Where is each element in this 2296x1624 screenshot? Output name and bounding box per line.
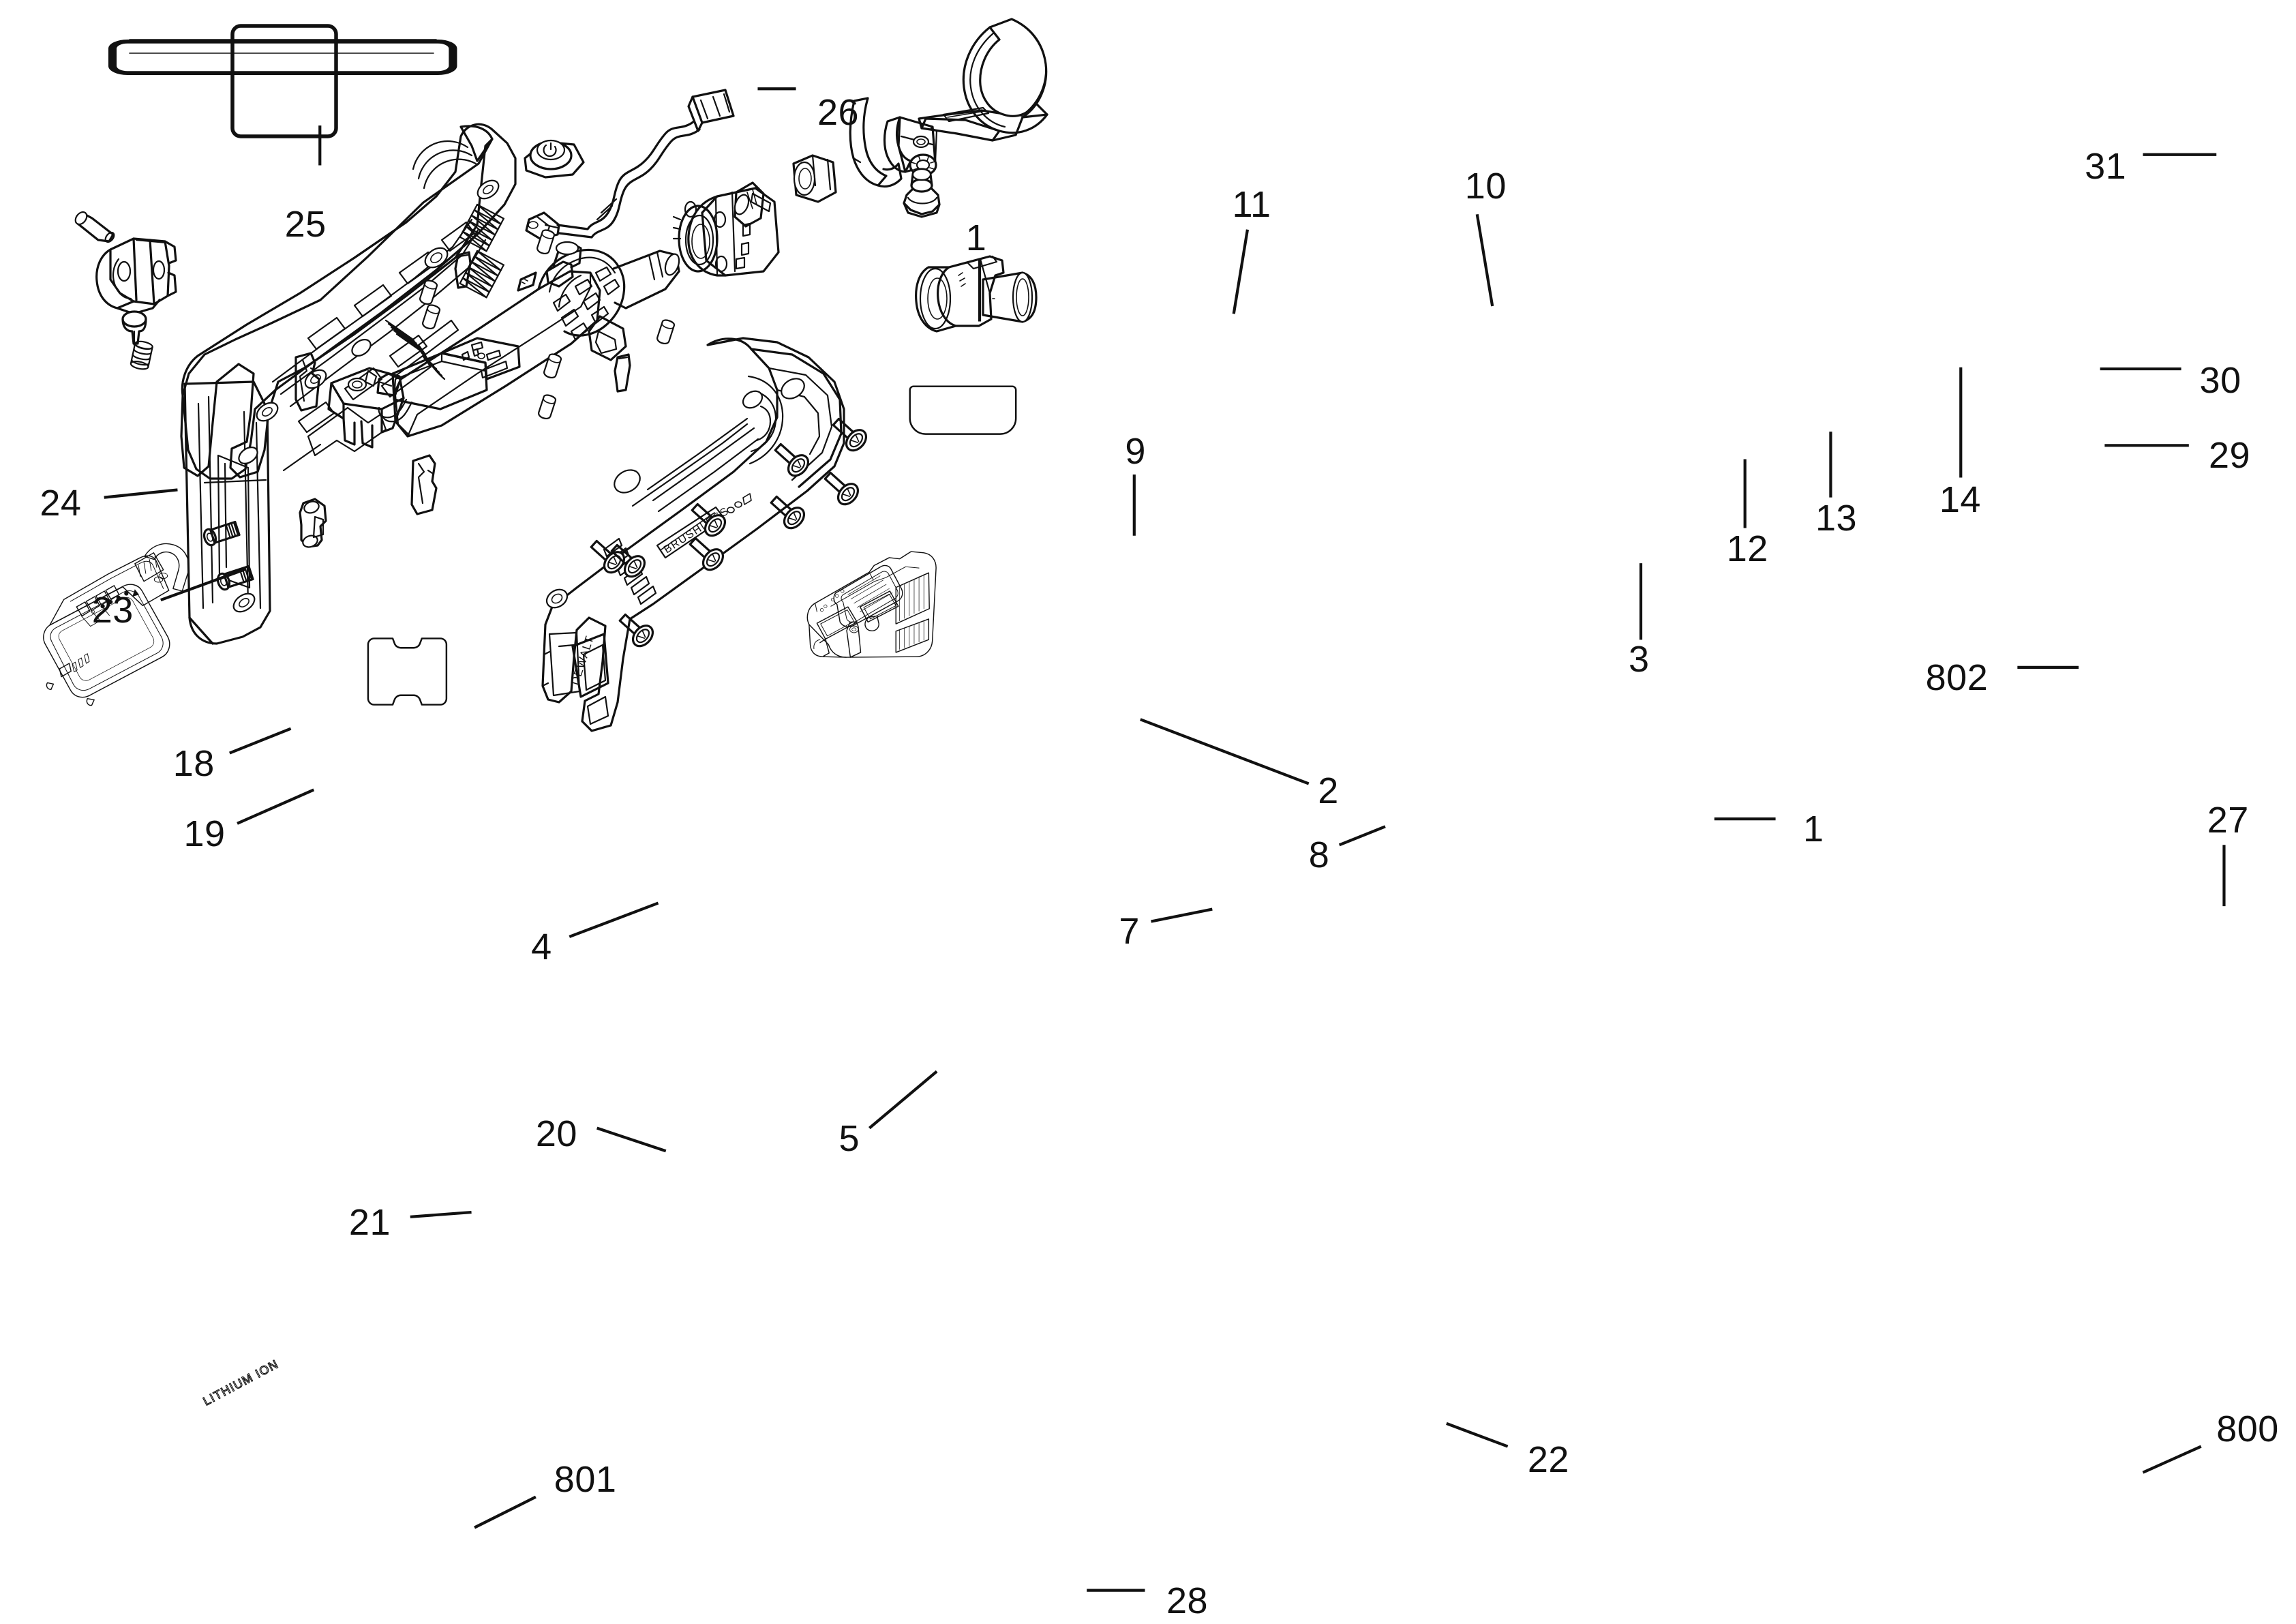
callout-label-gearbox-and-motor-module: 2 [1318,770,1339,811]
part-7-rubber-isolator-bushings [419,229,675,419]
callout-label-knob-thumb-screw: 29 [2209,435,2251,477]
leader-line-shoulder-screw [410,1210,472,1218]
part-switch-module-assembly [327,319,521,449]
callout-label-pivot-pin: 24 [40,482,82,524]
callout-label-warning-sticker-rounded: 27 [2207,799,2249,841]
callout-label-link-arm: 20 [535,1113,577,1154]
callout-label-pan-head-screw: 22 [1527,1439,1569,1481]
callout-label-speed-selector-switch-boot: 11 [1232,184,1271,226]
callout-label-nameplate-label-strip: 25 [284,204,327,245]
part-802-chuck-sleeve-accessory [915,255,1038,333]
callout-label-hanger-bracket: 23 [91,590,134,631]
callout-label-detent-plunger: 18 [172,742,215,784]
leader-line-rubber-isolator-bushing [1151,907,1213,923]
callout-label-label-sticker-notched: 28 [1166,1580,1209,1621]
callout-label-compression-spring: 9 [1125,430,1146,472]
callout-label-housing-half-right: 1 [1803,809,1824,850]
leader-line-link-arm [596,1126,667,1153]
part-12-spindle-pin [734,181,765,228]
leader-line-housing-shim-plate [1338,825,1386,847]
part-25-nameplate-label-strip [108,39,457,75]
leader-line-speed-selector-switch-boot [1232,229,1250,314]
leader-line-detent-spring [237,788,315,825]
part-800-charger-unit [806,551,937,658]
callout-label-spindle-pin: 12 [1726,528,1768,570]
part-9-compression-spring-second [459,250,504,299]
leader-line-battery-pack [474,1495,537,1529]
part-9-compression-spring [459,203,504,252]
callout-label-collar-nut: 13 [1815,498,1858,539]
part-23-hanger-bracket [95,237,177,315]
callout-leader-lines [104,87,2226,1592]
callout-label-warning-label-panel: 26 [817,92,860,134]
leader-line-wire-harness-connector [1475,213,1494,307]
part-27-warning-sticker-rounded [909,385,1017,435]
part-2-gearbox-and-motor-module [376,241,680,438]
callout-label-rubber-isolator-bushing: 7 [1119,911,1140,952]
part-29-knob-thumb-screw [903,168,941,218]
part-13-collar-nut [792,154,837,203]
callout-label-trigger-lockout-slide: 5 [839,1117,860,1159]
callout-label-chuck-sleeve-accessory: 802 [1925,657,1989,698]
part-20-link-arm [299,498,327,548]
callout-label-clamp-collar-bracket: 14 [1939,479,1981,521]
leader-line-charger-unit [2142,1445,2202,1474]
callout-label-belt-hook-clip: 31 [2085,145,2127,187]
part-5-trigger-lockout-slide [410,454,438,515]
part-28-label-sticker-notched [367,637,448,706]
callout-label-shoulder-screw: 21 [348,1202,391,1244]
part-26-warning-label-panel [230,24,338,138]
leader-line-switch-lever-latch [569,901,659,938]
callout-label-wire-harness-connector: 10 [1464,166,1507,207]
leader-line-detent-plunger [229,727,292,755]
callout-label-housing-shim-plate: 8 [1308,834,1330,876]
part-10-wire-harness-connector [525,89,735,240]
leader-line-pivot-pin [104,488,178,499]
part-24-pivot-pin [74,211,115,243]
callout-label-housing-half-left: 1 [965,217,987,259]
part-19-detent-spring [130,340,153,370]
callout-label-battery-pack: 801 [554,1459,617,1501]
leader-line-pan-head-screw [1446,1422,1509,1448]
leader-line-hanger-bracket [160,568,245,602]
part-11-speed-selector-switch-boot [524,139,585,179]
assembly-screws [590,417,868,648]
part-8-housing-shim-plate [614,353,631,393]
part-1-housing-half-left [180,123,517,645]
leader-line-trigger-lockout-slide [868,1070,938,1130]
part-4-switch-lever-latch [294,352,320,412]
leader-line-gearbox-and-motor-module [1140,718,1310,785]
callout-label-motor-assembly: 3 [1629,638,1650,680]
part-8-housing-shim-plate-second [454,251,472,289]
callout-label-switch-lever-latch: 4 [531,926,552,967]
callout-label-charger-unit: 800 [2216,1409,2279,1450]
part-22-pan-head-screw [618,613,654,648]
callout-label-lock-washer: 30 [2199,360,2241,402]
part-31-belt-hook-clip [918,18,1048,142]
callout-label-detent-spring: 19 [183,813,226,854]
